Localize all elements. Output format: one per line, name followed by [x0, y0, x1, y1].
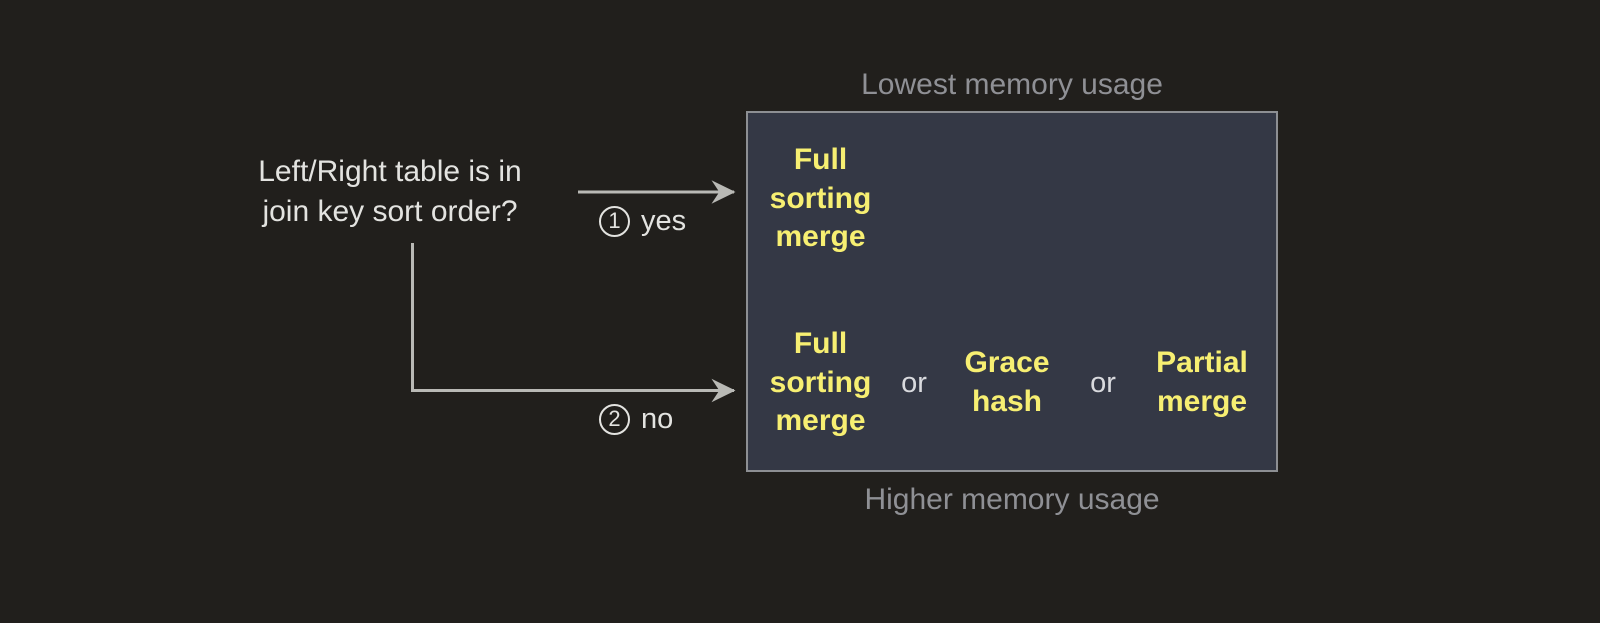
outcome-full-sorting-merge: Full sorting merge	[769, 326, 872, 438]
conjunction-or-1: or	[901, 366, 927, 399]
outcome-partial-merge: Partial merge	[1156, 346, 1248, 418]
branch-label-yes: 1 yes	[599, 206, 686, 237]
decision-question: Left/Right table is in join key sort ord…	[258, 155, 522, 228]
arrow-no	[411, 243, 736, 403]
branch-marker-2: 2	[599, 404, 630, 435]
outcome-row-sorted: Full sorting merge	[748, 129, 1276, 269]
outcome-panel: Full sorting merge Full sorting merge or…	[746, 111, 1278, 472]
outcome-full-sorting-merge-sorted: Full sorting merge	[769, 142, 872, 254]
outcome-row-unsorted: Full sorting merge or Grace hash or Part…	[748, 313, 1276, 453]
branch-label-no: 2 no	[599, 404, 673, 435]
outcome-grace-hash: Grace hash	[964, 346, 1050, 418]
caption-higher-memory: Higher memory usage	[864, 483, 1160, 516]
caption-lowest-memory: Lowest memory usage	[861, 68, 1163, 101]
branch-text-yes: yes	[641, 205, 687, 237]
branch-text-no: no	[641, 403, 674, 435]
branch-marker-1: 1	[599, 206, 630, 237]
conjunction-or-2: or	[1090, 366, 1116, 399]
